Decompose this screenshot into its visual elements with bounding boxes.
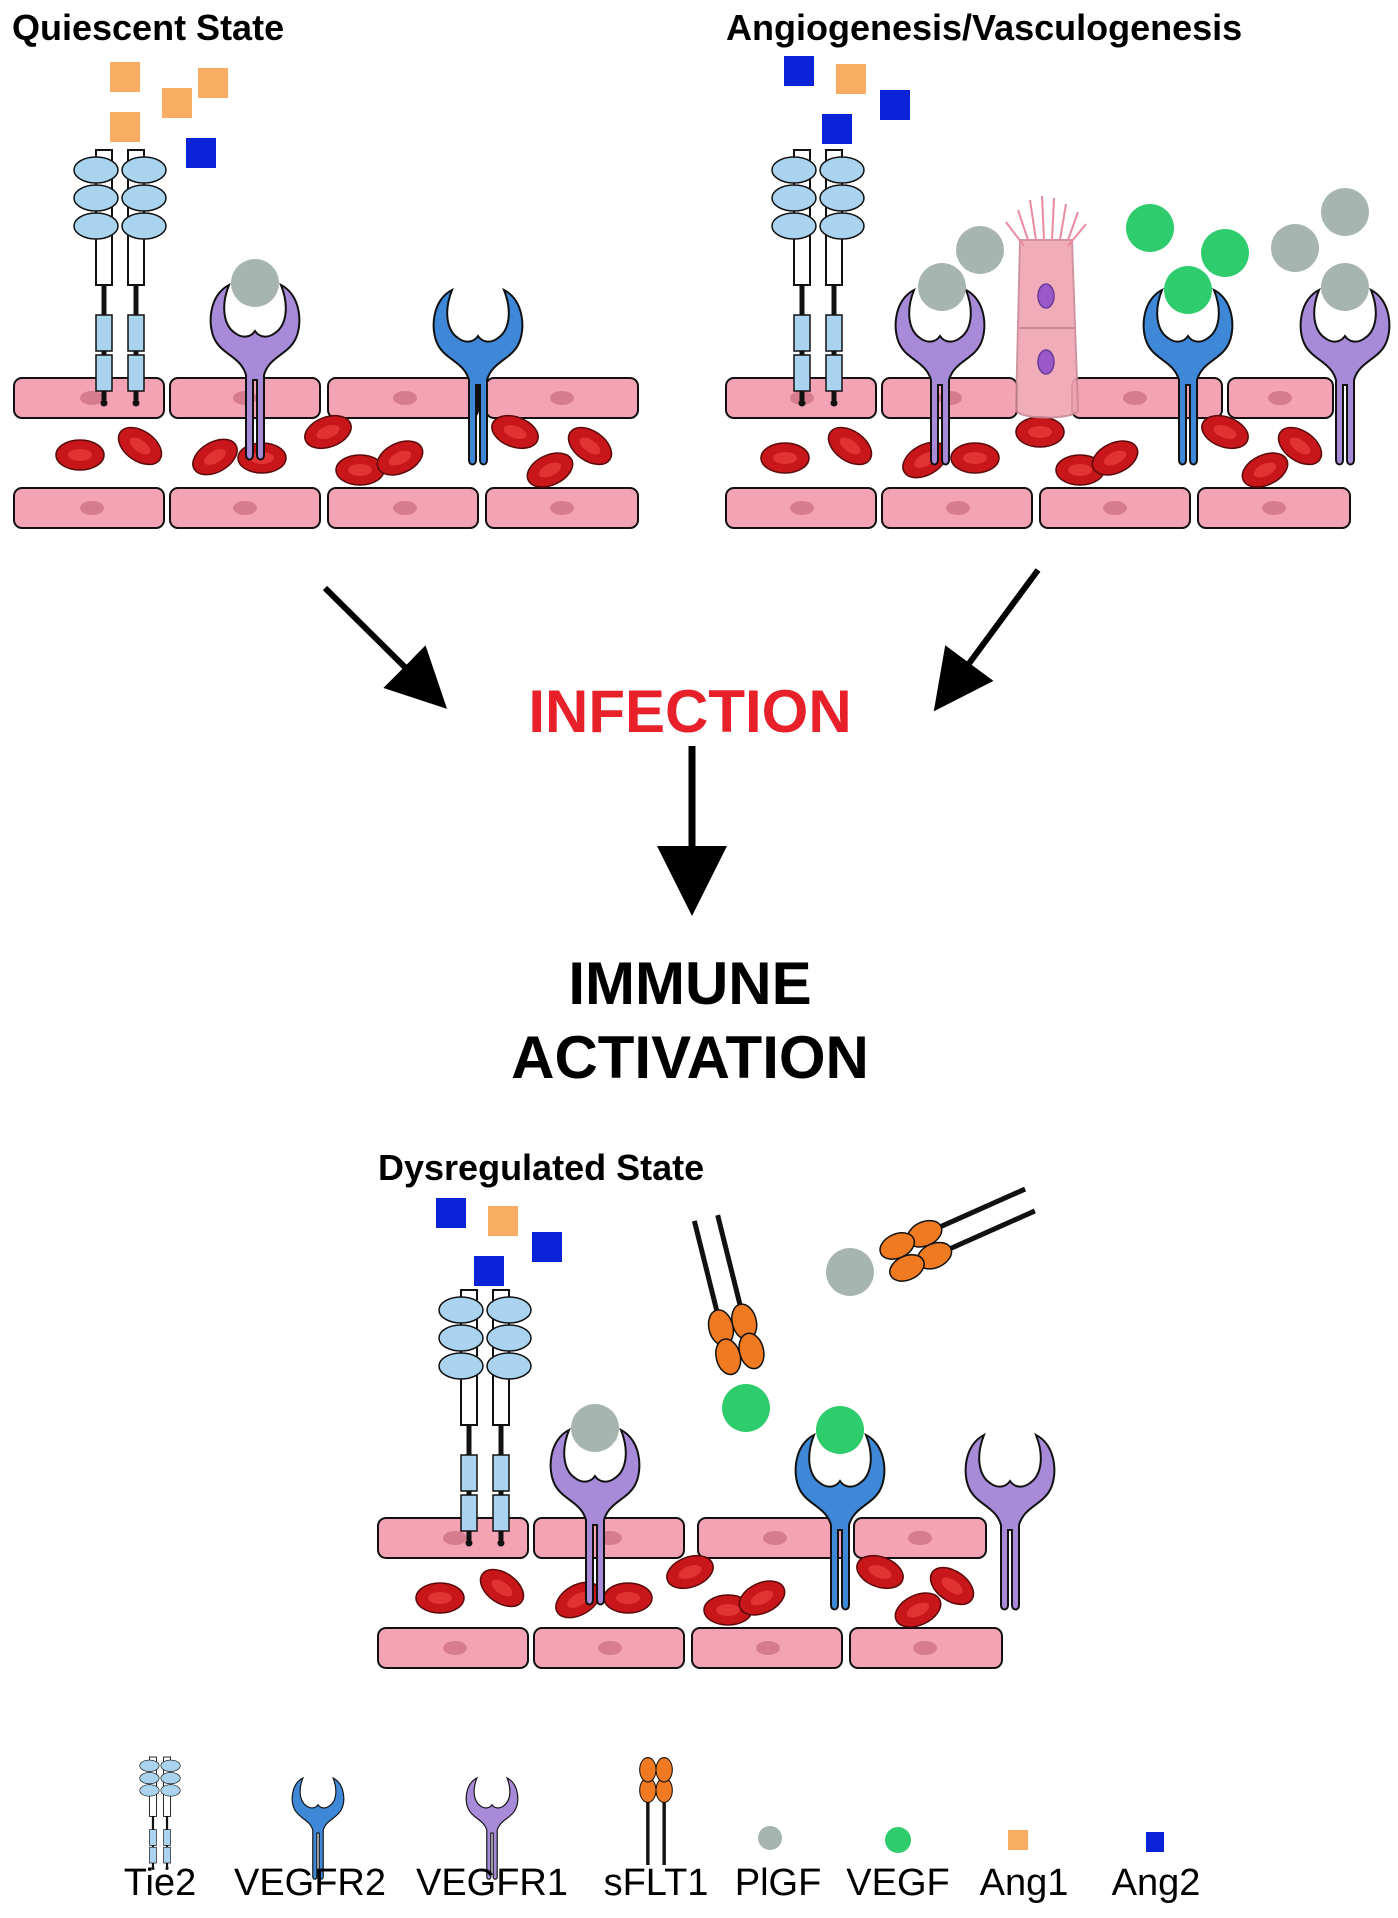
vegf-icon bbox=[1164, 266, 1212, 314]
legend-item-plgf: PlGF bbox=[735, 1826, 822, 1904]
immune-activation-line1: IMMUNE bbox=[568, 950, 811, 1017]
legend-label-vegfr2: VEGFR2 bbox=[234, 1862, 386, 1904]
legend-item-sflt1: sFLT1 bbox=[604, 1755, 709, 1904]
vegfr1-receptor-icon bbox=[209, 284, 301, 461]
arrow-angiogenesis-to-infection bbox=[933, 568, 1041, 712]
plgf-icon bbox=[918, 263, 966, 311]
quiescent-title: Quiescent State bbox=[12, 7, 284, 48]
ang1-icon bbox=[110, 112, 140, 142]
ang2-icon bbox=[1146, 1832, 1164, 1852]
legend-label-ang2: Ang2 bbox=[1112, 1862, 1201, 1904]
dysregulated-panel: Dysregulated State bbox=[377, 1147, 1056, 1669]
ang1-icon bbox=[488, 1206, 518, 1236]
legend-item-ang2: Ang2 bbox=[1112, 1832, 1201, 1904]
angiogenesis-title: Angiogenesis/Vasculogenesis bbox=[726, 7, 1242, 48]
vegf-icon bbox=[885, 1827, 911, 1853]
plgf-icon bbox=[571, 1404, 619, 1452]
quiescent-vessel bbox=[13, 377, 639, 529]
ang1-icon bbox=[110, 62, 140, 92]
ang1-icon bbox=[198, 68, 228, 98]
ang2-icon bbox=[436, 1198, 466, 1228]
vegf-icon bbox=[1126, 204, 1174, 252]
legend-item-vegfr2: VEGFR2 bbox=[234, 1777, 386, 1904]
ang1-icon bbox=[1008, 1830, 1028, 1850]
plgf-icon bbox=[1321, 263, 1369, 311]
legend: Tie2 VEGFR2 VEGFR1 sFLT1 PlGF VEGF Ang1 bbox=[124, 1755, 1201, 1904]
vegf-icon bbox=[1201, 229, 1249, 277]
legend-label-sflt1: sFLT1 bbox=[604, 1862, 709, 1904]
legend-label-vegfr1: VEGFR1 bbox=[416, 1862, 568, 1904]
dysregulated-vessel bbox=[377, 1517, 1003, 1669]
immune-activation-line2: ACTIVATION bbox=[511, 1024, 869, 1091]
sflt1-icon bbox=[637, 1755, 675, 1867]
ang2-icon bbox=[532, 1232, 562, 1262]
tie2-receptor-icon bbox=[74, 150, 166, 407]
vegf-icon bbox=[722, 1384, 770, 1432]
plgf-icon bbox=[956, 226, 1004, 274]
legend-label-plgf: PlGF bbox=[735, 1862, 822, 1904]
legend-item-vegfr1: VEGFR1 bbox=[416, 1777, 568, 1904]
ang2-icon bbox=[880, 90, 910, 120]
legend-label-ang1: Ang1 bbox=[980, 1862, 1069, 1904]
plgf-icon bbox=[1271, 224, 1319, 272]
vegf-icon bbox=[816, 1406, 864, 1454]
sflt1-icon bbox=[683, 1212, 768, 1377]
tie2-receptor-icon bbox=[439, 1290, 531, 1547]
angiogenesis-panel: Angiogenesis/Vasculogenesis bbox=[725, 7, 1391, 529]
sflt1-icon bbox=[876, 1178, 1040, 1286]
ang2-icon bbox=[822, 114, 852, 144]
legend-label-vegf: VEGF bbox=[846, 1862, 949, 1904]
ang1-icon bbox=[836, 64, 866, 94]
infection-label: INFECTION bbox=[528, 678, 851, 745]
legend-item-ang1: Ang1 bbox=[980, 1830, 1069, 1904]
legend-item-tie2: Tie2 bbox=[124, 1755, 197, 1904]
plgf-icon bbox=[758, 1826, 782, 1850]
dysregulated-title: Dysregulated State bbox=[378, 1147, 704, 1188]
plgf-icon bbox=[1321, 188, 1369, 236]
ang2-icon bbox=[784, 56, 814, 86]
ang1-icon bbox=[162, 88, 192, 118]
tip-cell bbox=[1005, 195, 1087, 419]
quiescent-panel: Quiescent State bbox=[12, 7, 639, 529]
flow: INFECTION IMMUNE ACTIVATION bbox=[322, 568, 1041, 1091]
legend-item-vegf: VEGF bbox=[846, 1827, 950, 1904]
tie2-receptor-icon bbox=[772, 150, 864, 407]
tie2-receptor-icon bbox=[138, 1755, 182, 1871]
plgf-icon bbox=[826, 1248, 874, 1296]
ang2-icon bbox=[186, 138, 216, 168]
ang2-icon bbox=[474, 1256, 504, 1286]
arrow-quiescent-to-infection bbox=[322, 585, 448, 709]
plgf-icon bbox=[231, 259, 279, 307]
legend-label-tie2: Tie2 bbox=[124, 1862, 197, 1904]
